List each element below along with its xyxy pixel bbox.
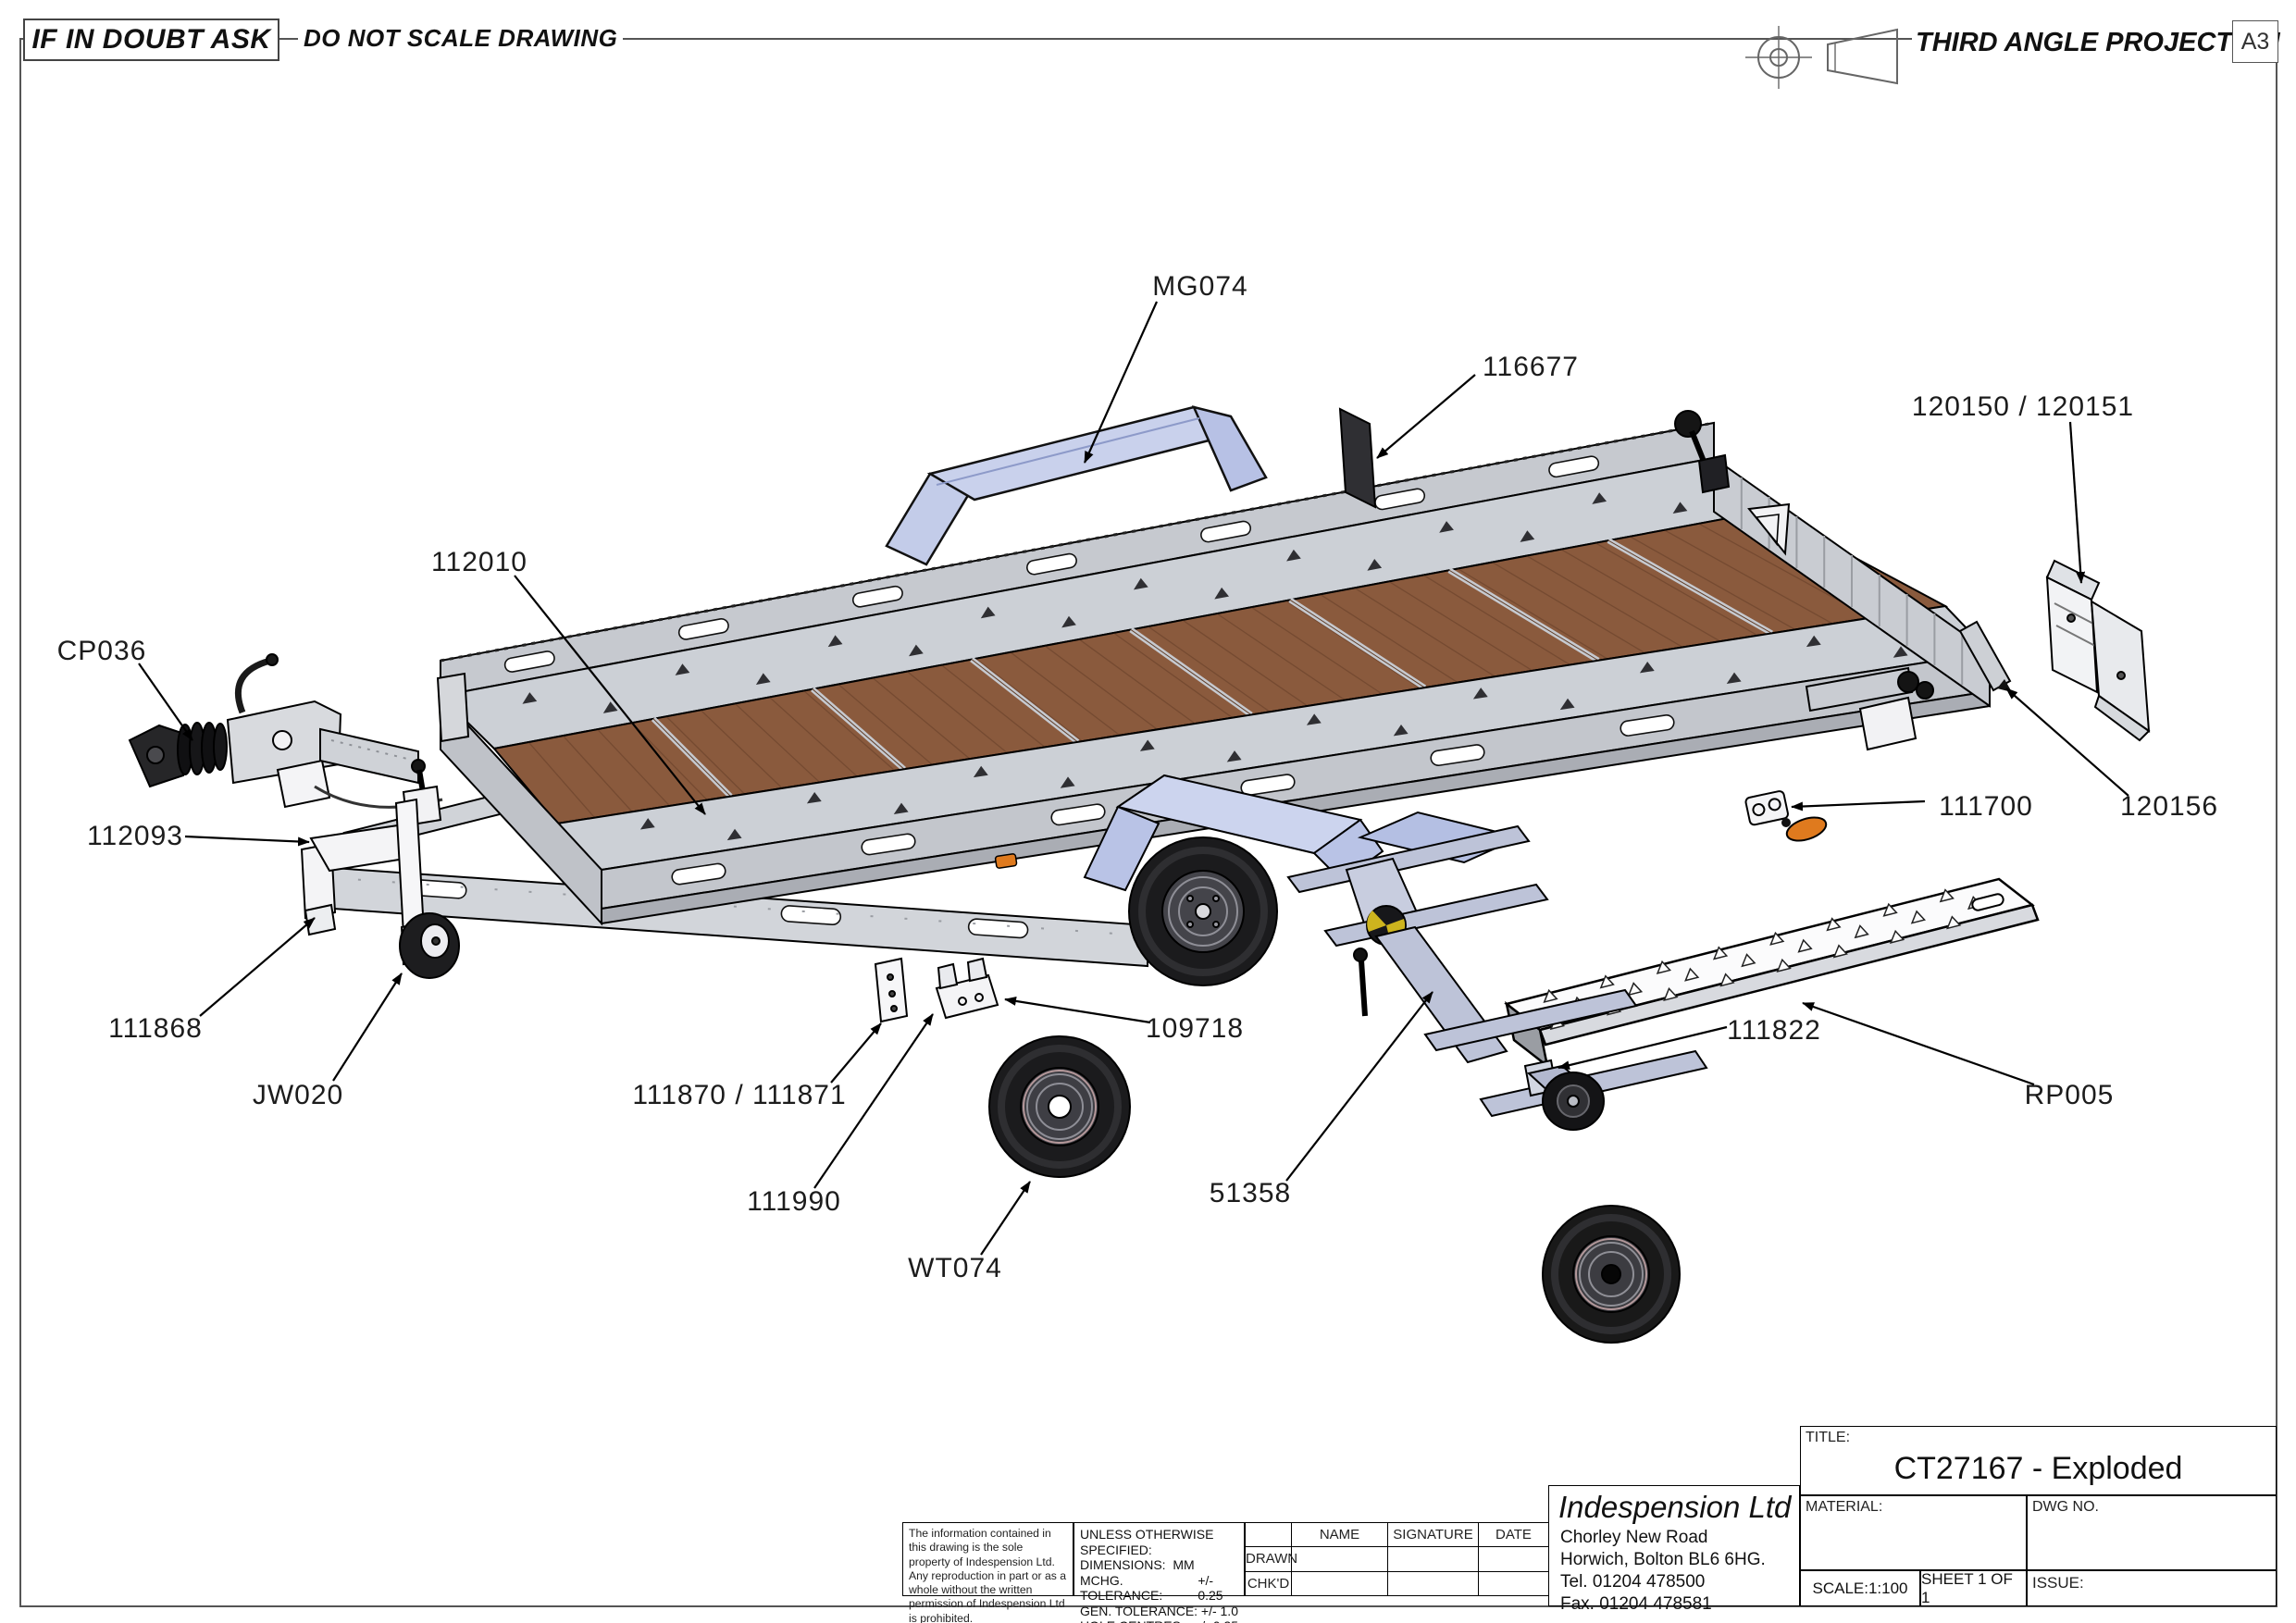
spec-row1-value: +/- 1.0 (1200, 1603, 1238, 1618)
chkd-signature-cell (1387, 1570, 1479, 1597)
paper-size-box: A3 (2232, 20, 2278, 63)
jockey-wheel (394, 759, 460, 979)
sign-row-chkd: CHK'D (1245, 1570, 1292, 1597)
spec-row1-label: GEN. TOLERANCE: (1080, 1603, 1198, 1618)
sheet-border (19, 38, 2277, 1607)
part-label-112093: 112093 (87, 821, 183, 851)
dwg-no-box: DWG NO. (2027, 1495, 2277, 1570)
loading-ramp (1504, 877, 2040, 1070)
trailer-bed (436, 421, 1992, 926)
part-label-120156: 120156 (2119, 791, 2219, 822)
axle-assembly (1286, 824, 1708, 1131)
part-label-111870-111871: 111870 / 111871 (632, 1080, 847, 1110)
issue-label: ISSUE: (2032, 1574, 2084, 1592)
material-label: MATERIAL: (1806, 1499, 1883, 1515)
sheet-box: SHEET 1 OF 1 (1920, 1570, 2027, 1606)
part-label-112010: 112010 (431, 547, 527, 577)
dwg-no-label: DWG NO. (2032, 1499, 2099, 1515)
spec-row0-value: +/- 0.25 (1198, 1572, 1223, 1604)
part-label-jw020: JW020 (252, 1080, 344, 1110)
rear-corner-fittings (1674, 410, 1934, 751)
issue-box: ISSUE: (2027, 1570, 2277, 1606)
no-scale-note: DO NOT SCALE DRAWING (298, 24, 624, 53)
tolerance-box: UNLESS OTHERWISE SPECIFIED: DIMENSIONS: … (1074, 1522, 1245, 1623)
part-label-111868: 111868 (108, 1013, 203, 1044)
sign-col-signature: SIGNATURE (1387, 1521, 1479, 1548)
sign-col-date: DATE (1478, 1521, 1549, 1548)
chkd-date-cell (1478, 1570, 1549, 1597)
part-label-mg074: MG074 (1152, 271, 1248, 302)
company-address1: Chorley New Road (1560, 1528, 1708, 1547)
company-name: Indespension Ltd (1558, 1490, 1792, 1524)
sheet-value: SHEET 1 OF 1 (1921, 1569, 2013, 1606)
part-label-109718: 109718 (1145, 1013, 1245, 1044)
drawn-name-cell (1291, 1546, 1388, 1572)
part-label-rp005: RP005 (2024, 1080, 2115, 1110)
spec-heading: UNLESS OTHERWISE SPECIFIED: (1080, 1527, 1214, 1557)
part-label-111990: 111990 (747, 1186, 841, 1217)
mount-plate-111870 (874, 957, 909, 1023)
spec-row0-label: MCHG. TOLERANCE: (1080, 1572, 1163, 1604)
mounted-wheel (1128, 836, 1278, 986)
part-label-120150-120151: 120150 / 120151 (1911, 391, 2135, 422)
spec-row2-label: HOLE CENTRES: (1080, 1618, 1185, 1623)
third-angle-projection-icon (1745, 26, 1898, 89)
sign-blank-cell (1245, 1521, 1292, 1548)
drawing-title: CT27167 - Exploded (1893, 1451, 2183, 1486)
company-address2: Horwich, Bolton BL6 6HG. (1560, 1550, 1766, 1569)
spec-dimensions: DIMENSIONS: MM (1080, 1557, 1195, 1572)
bracket-109718 (935, 957, 999, 1020)
marker-lamp-orange (1781, 816, 1828, 842)
spare-wheel-wt074 (988, 1035, 1131, 1178)
title-box: TITLE: CT27167 - Exploded (1800, 1426, 2277, 1495)
sign-row-drawn: DRAWN (1245, 1546, 1297, 1572)
drawn-date-cell (1478, 1546, 1549, 1572)
clip-111700 (1744, 790, 1789, 826)
chkd-name-cell (1291, 1570, 1388, 1597)
material-box: MATERIAL: (1800, 1495, 2027, 1570)
part-label-cp036: CP036 (56, 636, 147, 666)
sign-col-name: NAME (1291, 1521, 1388, 1548)
scale-box: SCALE:1:100 (1800, 1570, 1920, 1606)
title-label: TITLE: (1806, 1430, 1851, 1445)
wheelbox-mudguard (1083, 774, 1523, 892)
company-tel: Tel. 01204 478500 (1560, 1572, 1706, 1592)
disclaimer-box: The information contained in this drawin… (902, 1522, 1074, 1623)
signature-table: NAME SIGNATURE DATE DRAWN CHK'D (1245, 1521, 1549, 1597)
warning-box: IF IN DOUBT ASK (23, 19, 279, 61)
company-box: Indespension Ltd Chorley New Road Horwic… (1548, 1485, 1800, 1614)
warning-text: IF IN DOUBT ASK (31, 24, 271, 55)
skid-bracket (2045, 559, 2151, 742)
part-label-51358: 51358 (1209, 1178, 1292, 1208)
paper-size-text: A3 (2240, 28, 2270, 55)
spec-row2-value: +/- 0.25 (1194, 1618, 1238, 1623)
scale-value: SCALE:1:100 (1812, 1579, 1908, 1597)
part-label-116677: 116677 (1483, 352, 1579, 382)
part-label-111822: 111822 (1727, 1015, 1821, 1046)
part-label-111700: 111700 (1939, 791, 2033, 822)
projection-label: THIRD ANGLE PROJECTION (1912, 28, 2284, 58)
company-fax: Fax. 01204 478581 (1560, 1594, 1712, 1614)
axle-wheel (1542, 1205, 1681, 1344)
disclaimer-text: The information contained in this drawin… (909, 1527, 1067, 1623)
coupling-assembly (128, 653, 443, 809)
drawn-signature-cell (1387, 1546, 1479, 1572)
part-label-wt074: WT074 (908, 1253, 1002, 1283)
plate-116677 (1338, 407, 1377, 509)
leader-lines (138, 301, 2129, 1256)
mudguard-mg074 (885, 405, 1268, 566)
